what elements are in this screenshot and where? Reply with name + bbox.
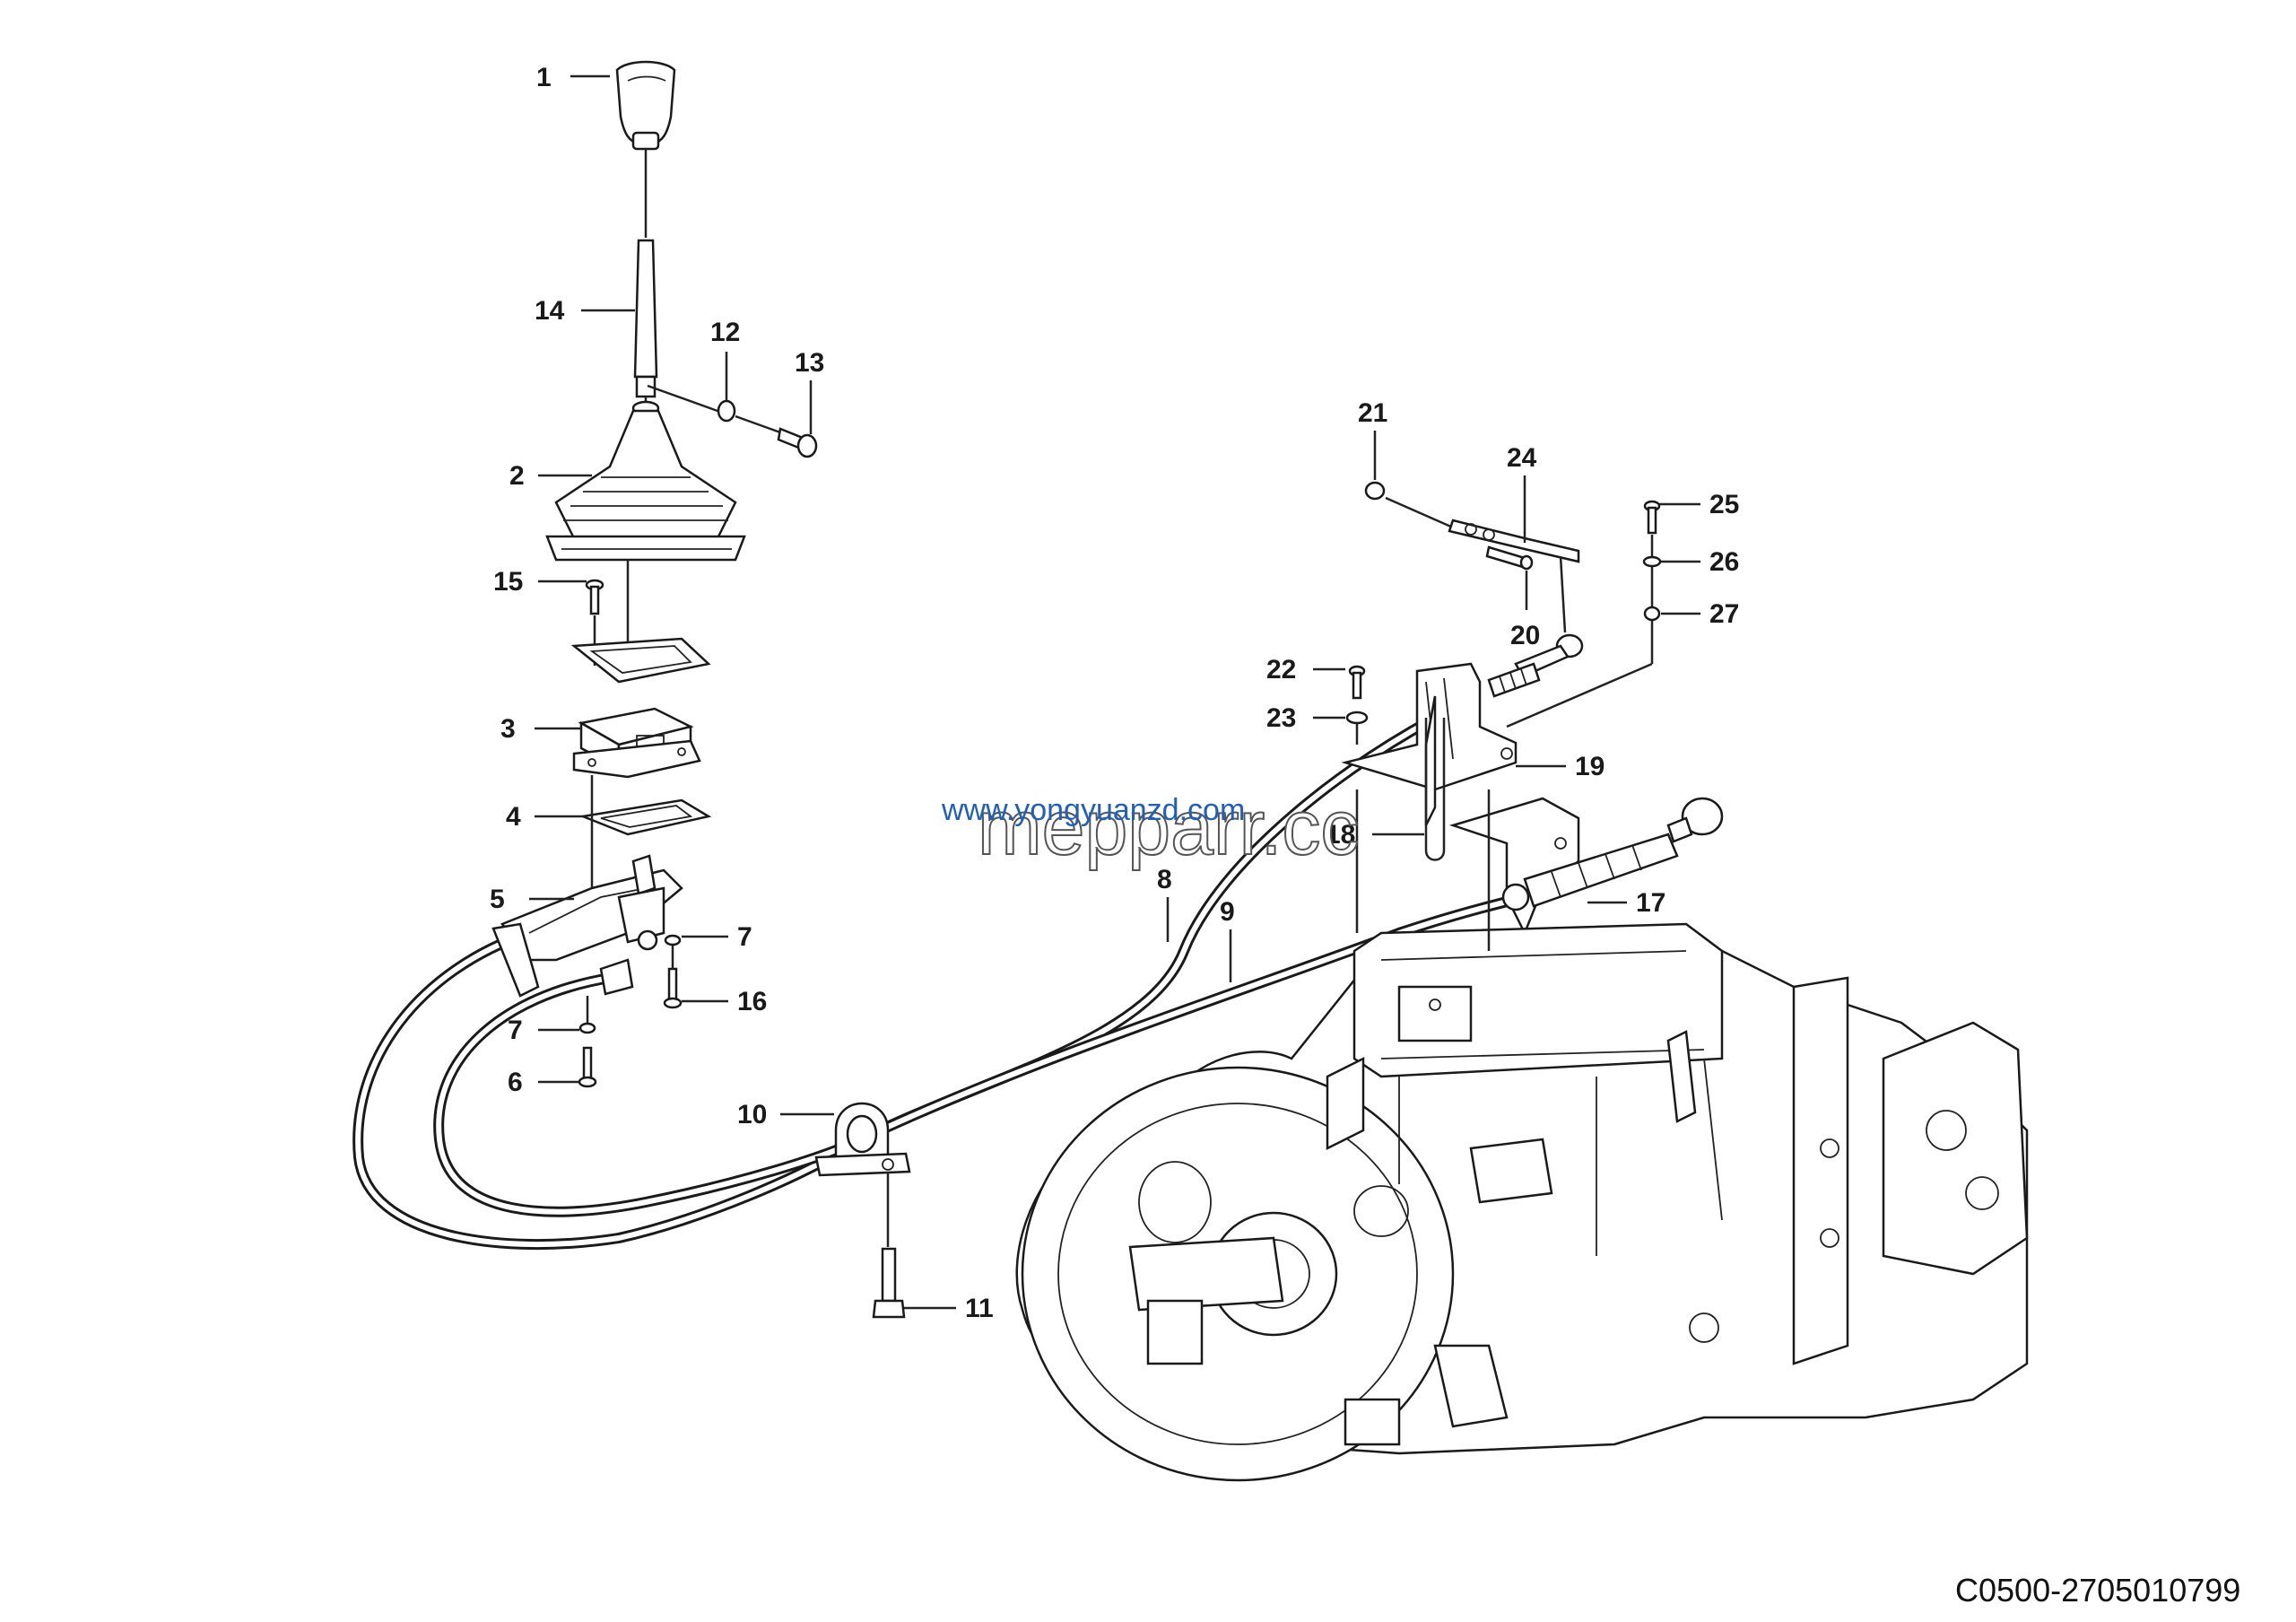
shift-boot-part (545, 400, 746, 562)
transmission-housing (1015, 922, 2029, 1482)
callout-24: 24 (1507, 443, 1537, 473)
nut-part (1364, 481, 1386, 501)
gasket-part (578, 798, 712, 836)
bolt-part (585, 579, 604, 615)
mounting-bracket-part (1341, 662, 1518, 826)
washer-part (1642, 555, 1662, 568)
callout-23: 23 (1266, 703, 1296, 733)
callout-3: 3 (500, 714, 516, 744)
callout-19: 19 (1575, 752, 1605, 781)
callout-4: 4 (506, 802, 521, 832)
bolt-part (777, 427, 818, 458)
cable-boot-part (1487, 662, 1541, 698)
callout-labels: 1 14 12 13 2 15 3 4 5 7 7 16 6 10 11 8 9… (490, 63, 1739, 1323)
bolt-part (1348, 665, 1366, 700)
washer-part (1345, 711, 1369, 725)
callout-5: 5 (490, 885, 505, 914)
cable-clamp-part (814, 1102, 911, 1177)
bolt-part (663, 967, 683, 1009)
callout-17: 17 (1636, 888, 1665, 918)
washer-part (717, 399, 736, 423)
shift-mechanism-part (491, 854, 683, 998)
callout-10: 10 (737, 1100, 767, 1129)
callout-25: 25 (1709, 490, 1739, 519)
callout-15: 15 (493, 567, 523, 597)
watermark: mepparr.cc www.yongyuanzd.com (941, 784, 1360, 872)
callout-13: 13 (795, 348, 824, 378)
bolt-part (872, 1247, 906, 1319)
callout-6: 6 (508, 1068, 523, 1097)
callout-7-right: 7 (737, 922, 752, 952)
cover-plate-part (570, 637, 711, 684)
callout-1: 1 (536, 63, 552, 92)
callout-9: 9 (1220, 897, 1235, 927)
watermark-brand: mepparr.cc (978, 785, 1359, 871)
callout-12: 12 (710, 318, 740, 347)
gear-knob-part (615, 60, 676, 151)
watermark-url: www.yongyuanzd.com (941, 793, 1245, 827)
cable-boot-part (1501, 797, 1724, 911)
callout-11: 11 (965, 1294, 994, 1323)
callout-7-left: 7 (508, 1016, 523, 1045)
callout-8: 8 (1157, 865, 1172, 894)
callout-18: 18 (1326, 820, 1355, 850)
callout-20: 20 (1510, 621, 1540, 650)
callout-leaders (529, 74, 1700, 1310)
callout-16: 16 (737, 987, 767, 1016)
bracket-frame-part (572, 707, 701, 779)
retaining-clip-part (1424, 718, 1446, 861)
washer-part (664, 934, 682, 946)
gear-lever-part (633, 239, 658, 398)
washer-part (578, 1022, 596, 1034)
nut-part (1643, 606, 1661, 622)
bolt-part (1643, 500, 1661, 535)
callout-14: 14 (535, 296, 565, 326)
drawing-code: C0500-2705010799 (1955, 1572, 2240, 1609)
callout-27: 27 (1709, 599, 1739, 629)
callout-21: 21 (1358, 398, 1387, 428)
callout-22: 22 (1266, 655, 1296, 685)
pin-part (1485, 545, 1534, 571)
bolt-part (578, 1046, 597, 1088)
callout-26: 26 (1709, 547, 1739, 577)
callout-2: 2 (509, 461, 525, 491)
shift-cables (352, 703, 1530, 1251)
